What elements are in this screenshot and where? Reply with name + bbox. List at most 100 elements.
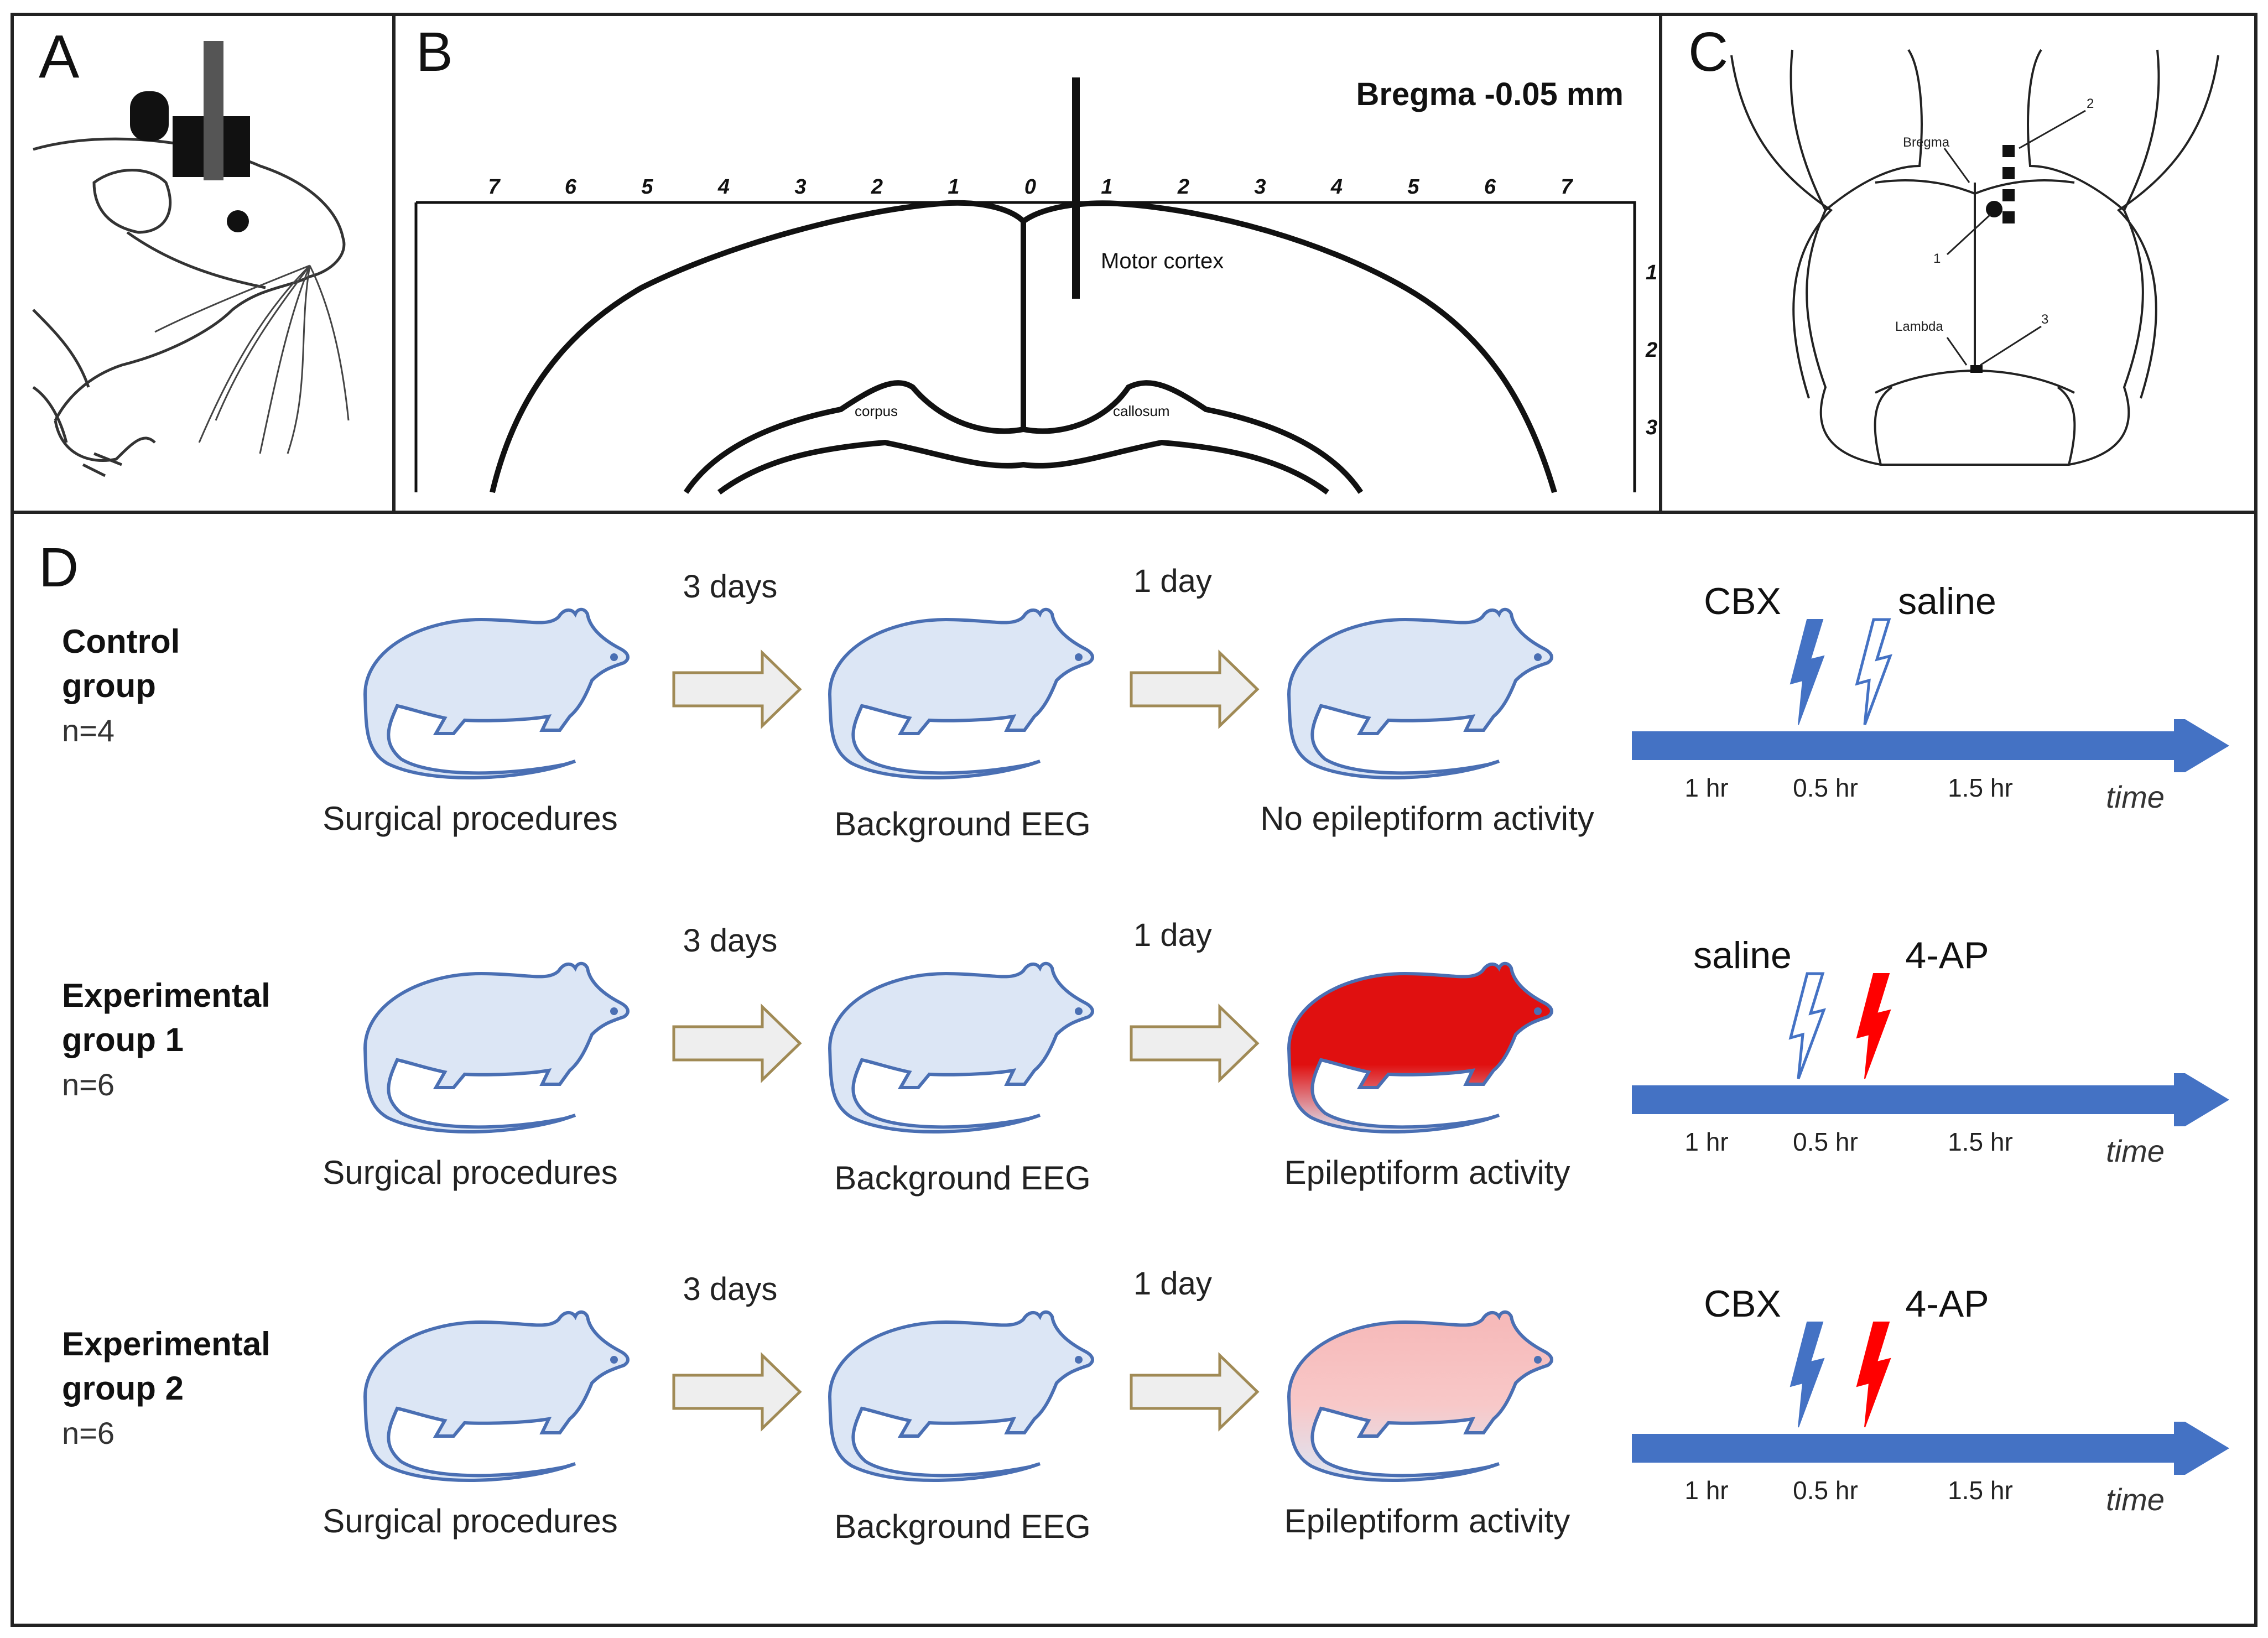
scale-top-tick: 2: [1177, 175, 1189, 199]
rat-eye: [1534, 1007, 1542, 1015]
stage-1-label: Surgical procedures: [322, 1502, 618, 1540]
whiskers: [154, 264, 350, 454]
injection-bolt-icon: [1791, 974, 1824, 1079]
rat-eye: [1075, 1356, 1083, 1364]
rat-eye: [227, 210, 249, 232]
injection-bolt-icon: [1856, 973, 1891, 1079]
stage-2-label: Background EEG: [834, 1159, 1091, 1197]
stage-1-label: Surgical procedures: [322, 1154, 618, 1191]
marker-leaders: [1943, 110, 2086, 366]
delay-label: 3 days: [683, 1271, 778, 1307]
rat-eye: [1534, 653, 1542, 661]
scale-top-tick: 1: [948, 175, 959, 199]
stage-3-label: Epileptiform activity: [1284, 1502, 1570, 1540]
group-size: n=4: [62, 713, 115, 748]
interval-label: 0.5 hr: [1793, 773, 1858, 802]
group-size: n=6: [62, 1416, 115, 1450]
injection-label: saline: [1898, 580, 1996, 622]
skull-outline: [1730, 49, 2219, 466]
scale-top-tick: 4: [717, 175, 730, 199]
injection-label: 4-AP: [1905, 934, 1989, 976]
rat-icon: [1289, 964, 1552, 1132]
motor-cortex-label: Motor cortex: [1101, 249, 1224, 273]
panel-b-letter: B: [416, 21, 453, 83]
scale-top-tick: 5: [641, 175, 653, 199]
block-arrow: [674, 1007, 800, 1080]
timeline-arrow: [1632, 1073, 2229, 1126]
scale-top-tick: 7: [1560, 175, 1573, 199]
electrode-markers: [1970, 145, 2015, 373]
scale-top-tick: 0: [1024, 175, 1036, 199]
rat-icon: [1289, 610, 1552, 778]
interval-label: 1 hr: [1684, 773, 1728, 802]
bregma-coordinate: Bregma -0.05 mm: [1356, 76, 1624, 112]
injection-label: CBX: [1704, 580, 1781, 622]
injection-bolt-icon: [1857, 620, 1890, 725]
brain-section-outline: [490, 200, 1557, 495]
scale-top-tick: 3: [1254, 175, 1266, 199]
time-axis-label: time: [2106, 1482, 2165, 1517]
marker-3-label: 3: [2041, 312, 2048, 327]
connector-block-small: [130, 91, 169, 141]
stage-3-label: No epileptiform activity: [1260, 800, 1594, 837]
stage-1-label: Surgical procedures: [322, 800, 618, 837]
block-arrow: [1131, 653, 1257, 726]
delay-label: 1 day: [1133, 563, 1212, 599]
panel-frames: [11, 13, 2257, 1627]
scale-top-tick: 3: [794, 175, 806, 199]
group-name-line2: group: [62, 667, 156, 704]
group-name-line2: group 1: [62, 1021, 184, 1058]
rat-icon: [1289, 1312, 1552, 1480]
scale-side-tick: 1: [1646, 261, 1657, 284]
interval-label: 1.5 hr: [1948, 773, 2013, 802]
rat-icon: [830, 964, 1093, 1132]
interval-label: 1 hr: [1684, 1127, 1728, 1156]
rat-eye: [1075, 1007, 1083, 1015]
block-arrow: [674, 653, 800, 726]
scale-top-tick: 6: [565, 175, 577, 199]
interval-label: 0.5 hr: [1793, 1476, 1858, 1505]
scale-side-tick: 2: [1645, 339, 1657, 362]
interval-label: 0.5 hr: [1793, 1127, 1858, 1156]
scale-frame: [416, 201, 1636, 492]
scale-top-tick: 1: [1101, 175, 1112, 199]
electrode-track: [1072, 77, 1080, 299]
injection-label: saline: [1693, 934, 1792, 976]
group-name-line1: Control: [62, 623, 180, 660]
block-arrow: [1131, 1007, 1257, 1080]
injection-bolt-icon: [1790, 1322, 1824, 1428]
group-name-line2: group 2: [62, 1370, 184, 1407]
group-size: n=6: [62, 1067, 115, 1102]
marker-1-label: 1: [1933, 251, 1941, 266]
time-axis-label: time: [2106, 779, 2165, 814]
rat-eye: [610, 1356, 618, 1364]
panel-d-frame: [11, 511, 2257, 1627]
rat-icon: [365, 610, 628, 778]
panel-c-frame: [1659, 13, 2257, 514]
block-arrow: [1131, 1355, 1257, 1428]
injection-label: 4-AP: [1905, 1283, 1989, 1325]
time-axis-label: time: [2106, 1133, 2165, 1168]
bregma-landmark-label: Bregma: [1903, 135, 1950, 150]
lambda-landmark-label: Lambda: [1895, 319, 1943, 334]
delay-label: 1 day: [1133, 917, 1212, 953]
interval-label: 1.5 hr: [1948, 1476, 2013, 1505]
rat-eye: [610, 1007, 618, 1015]
rat-eye: [610, 653, 618, 661]
injection-label: CBX: [1704, 1283, 1781, 1325]
rat-icon: [365, 964, 628, 1132]
block-arrow: [674, 1355, 800, 1428]
rat-icon: [365, 1312, 628, 1480]
panel-c: C Bregma Lambda: [1688, 21, 2219, 466]
scale-top-tick: 7: [488, 175, 501, 199]
rat-eye: [1534, 1356, 1542, 1364]
panel-a: A: [32, 23, 350, 477]
marker-2-label: 2: [2087, 96, 2094, 111]
group-name-line1: Experimental: [62, 977, 271, 1014]
